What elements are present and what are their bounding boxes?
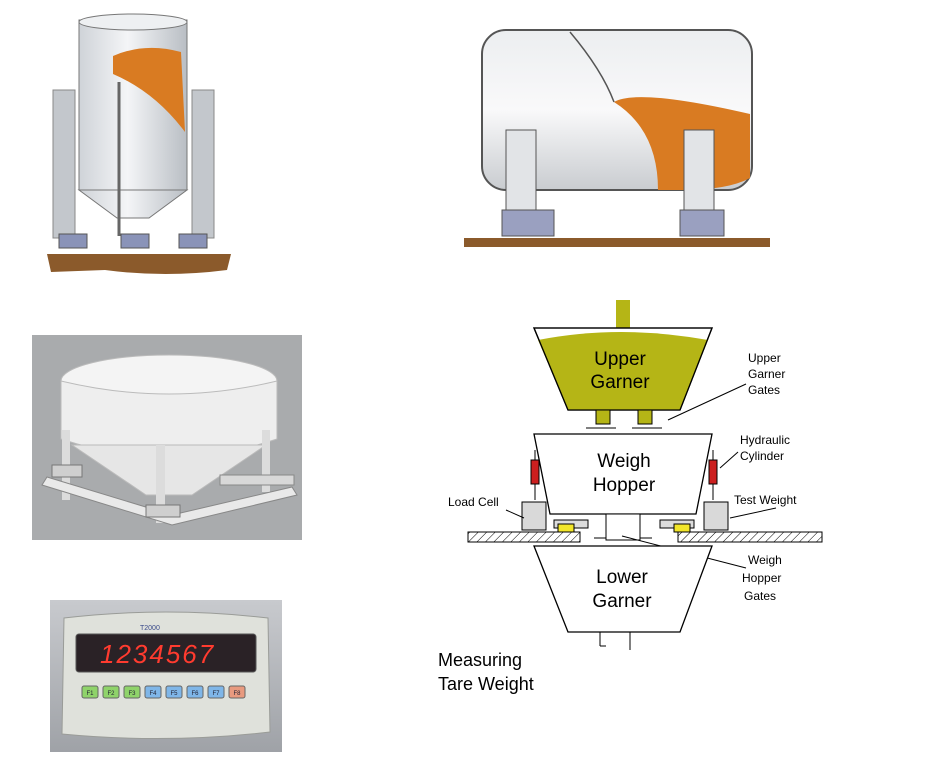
silo-icon: [47, 13, 231, 274]
hydraulic-arrow: [719, 451, 739, 469]
upper-garner: [533, 327, 713, 411]
hydraulic-label-1: Hydraulic: [740, 433, 790, 447]
silo-illustration: [45, 12, 235, 280]
feed-pipe: [616, 300, 630, 328]
hydraulic-label-2: Cylinder: [740, 449, 784, 463]
indicator-key-label: F5: [170, 691, 178, 697]
indicator-key[interactable]: [123, 685, 141, 699]
lower-garner: [533, 545, 713, 633]
tank-icon: [464, 29, 770, 247]
indicator-display: 1234567: [100, 639, 215, 669]
weigh-hopper-label-2: Hopper: [593, 475, 656, 496]
indicator-key[interactable]: [165, 685, 183, 699]
floor-left: [467, 531, 581, 543]
caption-line-1: Measuring: [438, 650, 522, 670]
upper-gates-label-2: Garner: [748, 367, 785, 381]
indicator-key[interactable]: [81, 685, 99, 699]
load-cell-block: [521, 501, 547, 531]
weight-indicator-illustration: T2000 1234567 F1 F2 F3 F4 F5 F6 F7 F8: [50, 600, 282, 752]
upper-gates-label-3: Gates: [748, 383, 780, 397]
indicator-key[interactable]: [144, 685, 162, 699]
load-cell-label: Load Cell: [448, 495, 499, 509]
upper-garner-label-2: Garner: [590, 372, 650, 393]
indicator-key[interactable]: [102, 685, 120, 699]
hopper-gates-label-2: Hopper: [742, 571, 781, 585]
indicator-key-label: F8: [233, 691, 241, 697]
tank-illustration: [462, 10, 772, 250]
upper-gates-arrow: [667, 383, 747, 421]
garner-schematic: Upper Garner Upper Garner Gates Weigh Ho…: [430, 300, 830, 705]
indicator-key[interactable]: [228, 685, 246, 699]
indicator-key-label: F4: [149, 691, 157, 697]
upper-gates-label-1: Upper: [748, 351, 781, 365]
indicator-keys: F1 F2 F3 F4 F5 F6 F7 F8: [81, 685, 246, 699]
indicator-key-label: F6: [191, 691, 199, 697]
hopper-gates-label-1: Weigh: [748, 553, 782, 567]
lower-garner-label-2: Garner: [592, 591, 652, 612]
indicator-icon: T2000 1234567 F1 F2 F3 F4 F5 F6 F7 F8: [50, 600, 282, 752]
hydraulic-cylinder-left: [530, 459, 540, 485]
indicator-brand: T2000: [140, 625, 160, 632]
indicator-key-label: F3: [128, 691, 136, 697]
indicator-key-label: F2: [107, 691, 115, 697]
weigh-hopper: [533, 433, 713, 515]
schematic-diagram: Upper Garner Upper Garner Gates Weigh Ho…: [438, 300, 823, 694]
hopper-gates-label-3: Gates: [744, 589, 776, 603]
lower-garner-label-1: Lower: [596, 567, 648, 588]
weigh-hopper-label-1: Weigh: [597, 451, 651, 472]
hopper-frame-illustration: [32, 335, 302, 540]
indicator-key[interactable]: [207, 685, 225, 699]
caption-line-2: Tare Weight: [438, 674, 534, 694]
hopper-icon: [32, 335, 302, 540]
test-weight-label: Test Weight: [734, 493, 797, 507]
test-weight-arrow: [729, 507, 777, 519]
indicator-key-label: F7: [212, 691, 220, 697]
upper-garner-grain: [538, 332, 708, 410]
indicator-key-label: F1: [86, 691, 94, 697]
indicator-key[interactable]: [186, 685, 204, 699]
upper-garner-label-1: Upper: [594, 349, 646, 370]
hydraulic-cylinder-right: [708, 459, 718, 485]
floor-right: [677, 531, 823, 543]
test-weight-block: [703, 501, 729, 531]
